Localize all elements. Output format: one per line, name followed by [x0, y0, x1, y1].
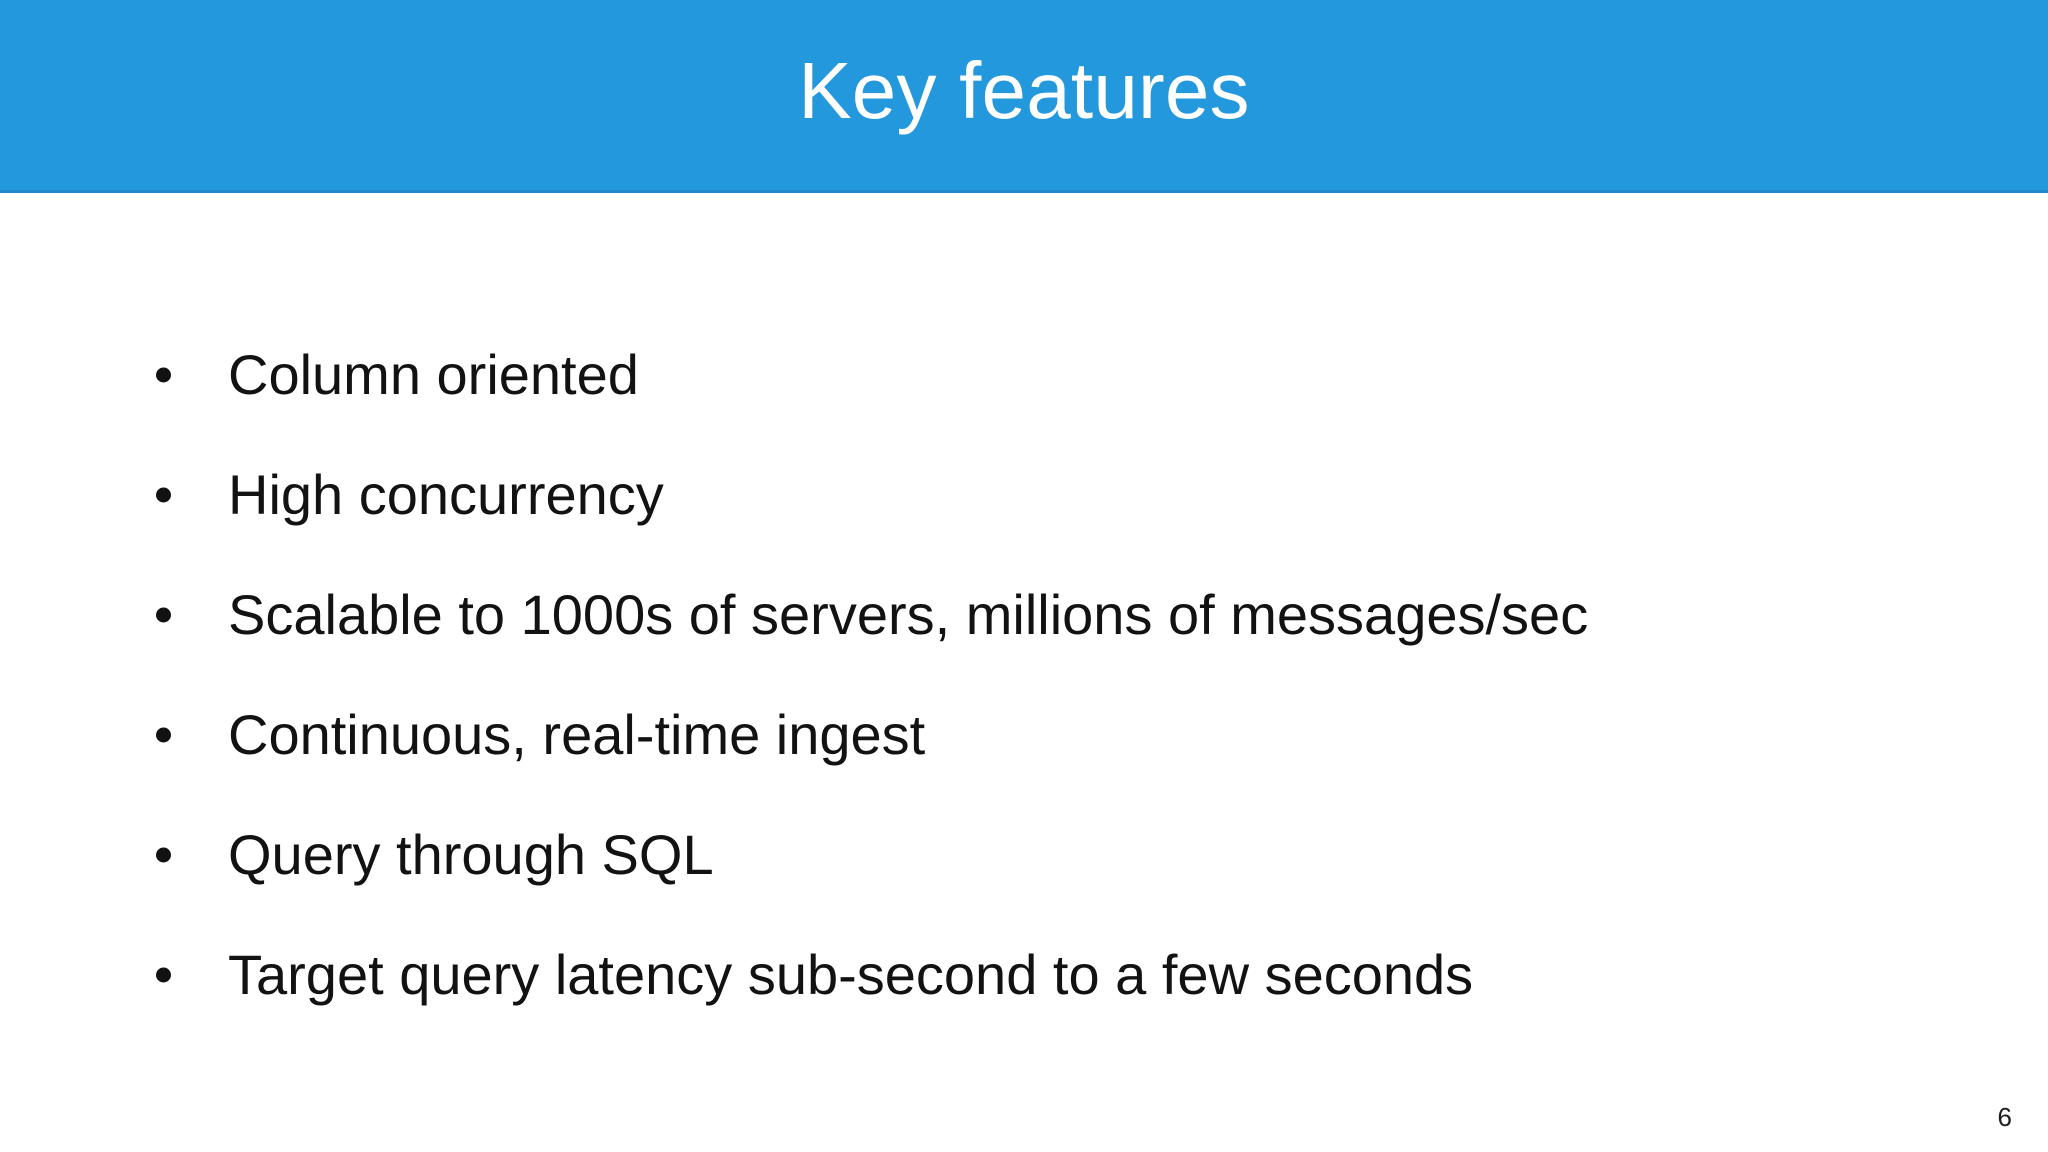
- list-item-label: High concurrency: [228, 463, 664, 527]
- bullet-dot-icon: [156, 487, 171, 503]
- list-item: Target query latency sub-second to a few…: [148, 915, 1588, 1035]
- slide-title-banner: Key features: [0, 0, 2048, 193]
- list-item: Scalable to 1000s of servers, millions o…: [148, 555, 1588, 675]
- key-features-bullet-list: Column oriented High concurrency Scalabl…: [148, 315, 1588, 1035]
- list-item-label: Column oriented: [228, 343, 639, 407]
- bullet-dot-icon: [156, 847, 171, 863]
- list-item-label: Continuous, real-time ingest: [228, 703, 926, 767]
- bullet-dot-icon: [156, 727, 171, 743]
- bullet-dot-icon: [156, 607, 171, 623]
- bullet-dot-icon: [156, 367, 171, 383]
- list-item: Column oriented: [148, 315, 1588, 435]
- list-item: Query through SQL: [148, 795, 1588, 915]
- page-title: Key features: [798, 45, 1250, 135]
- list-item-label: Query through SQL: [228, 823, 714, 887]
- slide-body: Column oriented High concurrency Scalabl…: [0, 193, 2048, 1152]
- page-number: 6: [1997, 1102, 2012, 1132]
- bullet-dot-icon: [156, 967, 171, 983]
- list-item-label: Target query latency sub-second to a few…: [228, 943, 1474, 1007]
- list-item: Continuous, real-time ingest: [148, 675, 1588, 795]
- list-item: High concurrency: [148, 435, 1588, 555]
- list-item-label: Scalable to 1000s of servers, millions o…: [228, 583, 1589, 647]
